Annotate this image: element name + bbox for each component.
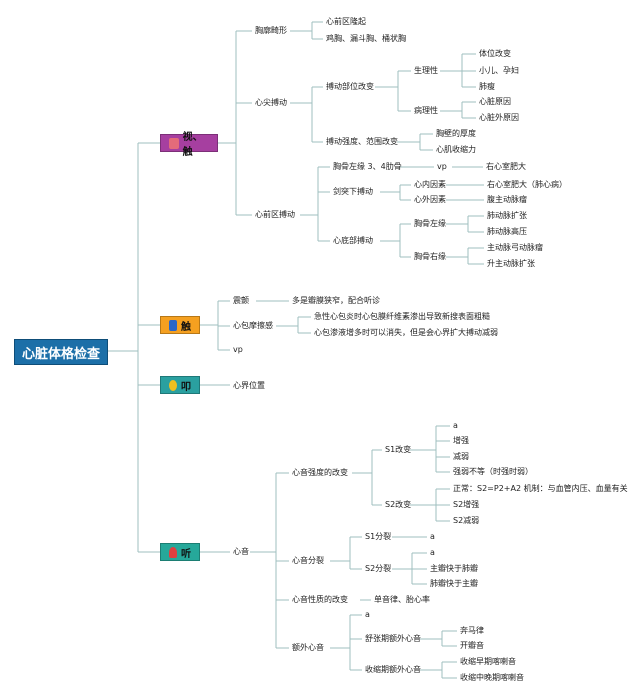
node[interactable]: 收缩中晚期喀喇音 [460,673,524,682]
category-auscultation[interactable]: 听 [160,543,200,561]
node[interactable]: 右心室肥大 [486,162,526,171]
node[interactable]: 搏动强度、范围改变 [326,137,398,146]
node[interactable]: 胸廓畸形 [255,26,287,35]
node[interactable]: 心前区搏动 [255,210,295,219]
node[interactable]: 增强 [453,436,469,445]
node[interactable]: 心包渗液增多时可以消失，但是会心界扩大搏动减弱 [314,328,498,337]
node[interactable]: 胸壁的厚度 [436,129,476,138]
node[interactable]: 额外心音 [292,643,324,652]
node[interactable]: 肺动脉扩张 [487,211,527,220]
node[interactable]: 心脏原因 [479,97,511,106]
node[interactable]: 右心室肥大（肺心病） [487,180,567,189]
node[interactable]: 急性心包炎时心包膜纤维素渗出导致新搜表面粗糙 [314,312,490,321]
touch-hand-icon [169,137,179,149]
node[interactable]: 收缩早期喀喇音 [460,657,516,666]
node[interactable]: 舒张期额外心音 [365,634,421,643]
node[interactable]: 胸骨左缘 3、4肋骨 [333,162,402,171]
node[interactable]: a [453,421,458,430]
node[interactable]: 肺瘦 [479,82,495,91]
node[interactable]: 心界位置 [233,381,265,390]
node[interactable]: 心肌收缩力 [436,145,476,154]
category-visual-palpation[interactable]: 视、触 [160,132,218,158]
node[interactable]: a [365,610,370,619]
node[interactable]: 心尖搏动 [255,98,287,107]
node[interactable]: 肺瓣快于主瓣 [430,579,478,588]
node[interactable]: 心音分裂 [292,556,324,565]
node[interactable]: a [430,532,435,541]
node[interactable]: 奔马律 [460,626,484,635]
node[interactable]: S2减弱 [453,516,480,525]
node[interactable]: 心外因素 [414,195,446,204]
node[interactable]: 正常：S2=P2+A2 机制：与血管内压、血量有关 [453,484,628,493]
category-label: 视、触 [182,132,203,158]
node[interactable]: vp [233,345,243,354]
node[interactable]: 心底部搏动 [333,236,373,245]
node[interactable]: 强弱不等（时强时弱） [453,467,533,476]
node[interactable]: 心脏外原因 [479,113,519,122]
category-label: 听 [181,548,191,560]
node[interactable]: 鸡胸、漏斗胸、桶状胸 [326,34,406,43]
node[interactable]: 减弱 [453,452,469,461]
node[interactable]: 体位改变 [479,49,511,58]
node[interactable]: 心音 [233,547,249,556]
node[interactable]: 心包摩擦感 [233,321,273,330]
root-node[interactable]: 心脏体格检查 [14,339,108,365]
node[interactable]: 开瓣音 [460,641,484,650]
node[interactable]: 小儿、孕妇 [479,66,519,75]
node[interactable]: 生理性 [414,66,438,75]
node[interactable]: a [430,548,435,557]
node[interactable]: 升主动脉扩张 [487,259,535,268]
node[interactable]: vp [437,162,447,171]
node[interactable]: S2改变 [385,500,412,509]
node[interactable]: 搏动部位改变 [326,82,374,91]
square-icon [169,319,177,331]
node[interactable]: 震颤 [233,296,249,305]
category-label: 触 [181,321,191,333]
node[interactable]: 心音强度的改变 [292,468,348,477]
root-label: 心脏体格检查 [21,346,100,362]
headphone-icon [169,546,177,558]
node[interactable]: S2分裂 [365,564,392,573]
node[interactable]: 病理性 [414,106,438,115]
node[interactable]: 腹主动脉瘤 [487,195,527,204]
knock-icon [169,379,177,391]
node[interactable]: S1分裂 [365,532,392,541]
node[interactable]: 剑突下搏动 [333,187,373,196]
node[interactable]: 主瓣快于肺瓣 [430,564,478,573]
category-palpation[interactable]: 触 [160,316,200,334]
node[interactable]: 肺动脉高压 [487,227,527,236]
node[interactable]: 主动脉弓动脉瘤 [487,243,543,252]
category-percussion[interactable]: 叩 [160,376,200,394]
node[interactable]: 胸骨左缘 [414,219,446,228]
node[interactable]: 多是瓣膜狭窄，配合听诊 [292,296,380,305]
node[interactable]: 收缩期额外心音 [365,665,421,674]
node[interactable]: 心前区隆起 [326,17,366,26]
node[interactable]: 胸骨右缘 [414,252,446,261]
node[interactable]: 心音性质的改变 [292,595,348,604]
node[interactable]: 单音律、胎心率 [374,595,430,604]
node[interactable]: S1改变 [385,445,412,454]
category-label: 叩 [181,381,191,393]
node[interactable]: 心内因素 [414,180,446,189]
node[interactable]: S2增强 [453,500,480,509]
